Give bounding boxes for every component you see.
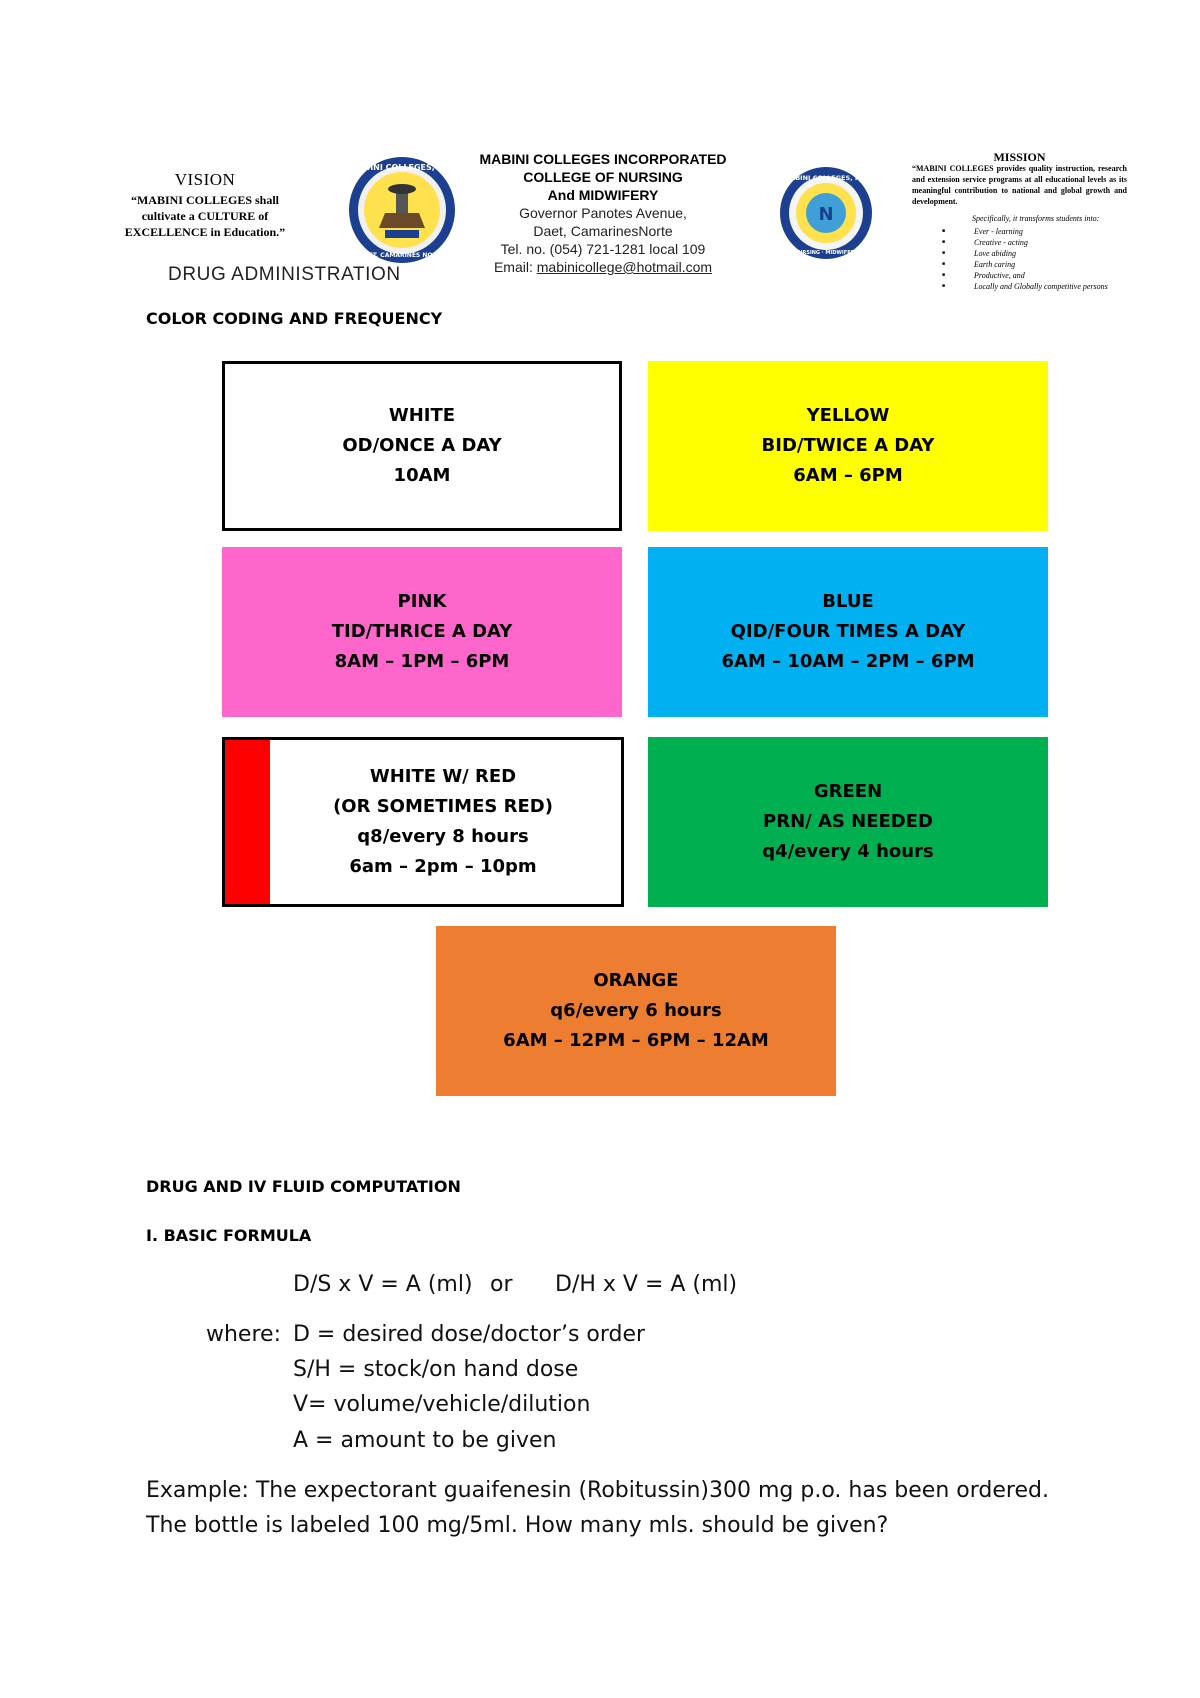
green-code-box: GREEN PRN/ AS NEEDED q4/every 4 hours bbox=[648, 737, 1048, 907]
example-line-2: The bottle is labeled 100 mg/5ml. How ma… bbox=[146, 1513, 889, 1538]
basic-formula-heading: I. BASIC FORMULA bbox=[146, 1226, 312, 1245]
pink-code-box: PINK TID/THRICE A DAY 8AM – 1PM – 6PM bbox=[222, 547, 622, 717]
definition-d: D = desired dose/doctor’s order bbox=[293, 1322, 646, 1347]
green-schedule: q4/every 4 hours bbox=[762, 841, 934, 862]
white-code-box: WHITE OD/ONCE A DAY 10AM bbox=[222, 361, 622, 531]
mission-item: Love abiding bbox=[942, 248, 1127, 259]
mission-block: MISSION “MABINI COLLEGES provides qualit… bbox=[912, 150, 1127, 292]
white-schedule: 10AM bbox=[393, 465, 451, 486]
white-red-alt-name: (OR SOMETIMES RED) bbox=[333, 796, 553, 817]
white-with-red-code-box: WHITE W/ RED (OR SOMETIMES RED) q8/every… bbox=[222, 737, 624, 907]
blue-color-name: BLUE bbox=[822, 591, 874, 612]
college-address-1: Governor Panotes Avenue, bbox=[519, 205, 687, 221]
orange-schedule: 6AM – 12PM – 6PM – 12AM bbox=[503, 1030, 769, 1051]
college-info: MABINI COLLEGES INCORPORATED COLLEGE OF … bbox=[448, 150, 758, 276]
mission-item: Ever - learning bbox=[942, 226, 1127, 237]
vision-text: “MABINI COLLEGES shall cultivate a CULTU… bbox=[124, 193, 286, 239]
orange-color-name: ORANGE bbox=[593, 970, 679, 991]
formula-1: D/S x V = A (ml) bbox=[293, 1272, 473, 1297]
college-name: MABINI COLLEGES INCORPORATED bbox=[479, 151, 727, 167]
white-red-content: WHITE W/ RED (OR SOMETIMES RED) q8/every… bbox=[293, 762, 553, 882]
mission-item: Earth caring bbox=[942, 259, 1127, 270]
email-label: Email: bbox=[493, 259, 533, 275]
pink-frequency: TID/THRICE A DAY bbox=[331, 621, 513, 642]
mission-item: Creative - acting bbox=[942, 237, 1127, 248]
yellow-frequency: BID/TWICE A DAY bbox=[761, 435, 935, 456]
mission-text: “MABINI COLLEGES provides quality instru… bbox=[912, 164, 1127, 206]
blue-frequency: QID/FOUR TIMES A DAY bbox=[730, 621, 966, 642]
college-address-2: Daet, CamarinesNorte bbox=[533, 223, 673, 239]
computation-heading: DRUG AND IV FLUID COMPUTATION bbox=[146, 1177, 461, 1196]
pink-color-name: PINK bbox=[397, 591, 447, 612]
color-coding-heading: COLOR CODING AND FREQUENCY bbox=[146, 309, 443, 328]
white-red-schedule: 6am – 2pm – 10pm bbox=[349, 856, 537, 877]
formula-or: or bbox=[490, 1272, 513, 1297]
definition-sh: S/H = stock/on hand dose bbox=[293, 1357, 579, 1382]
logo-right-bottom-text: NURSING · MIDWIFERY bbox=[794, 250, 858, 256]
green-frequency: PRN/ AS NEEDED bbox=[763, 811, 933, 832]
vision-heading: VISION bbox=[174, 170, 236, 189]
drug-administration-title: DRUG ADMINISTRATION bbox=[168, 264, 401, 285]
mission-list: Ever - learning Creative - acting Love a… bbox=[912, 226, 1127, 292]
definition-a: A = amount to be given bbox=[293, 1428, 557, 1453]
yellow-schedule: 6AM – 6PM bbox=[793, 465, 903, 486]
yellow-color-name: YELLOW bbox=[806, 405, 890, 426]
logo-left-arc-text: MABINI COLLEGES, Inc. bbox=[350, 163, 454, 172]
blue-code-box: BLUE QID/FOUR TIMES A DAY 6AM – 10AM – 2… bbox=[648, 547, 1048, 717]
definition-v: V= volume/vehicle/dilution bbox=[293, 1392, 591, 1417]
logo-left-bottom-text: DAET, CAMARINES NORTE bbox=[359, 252, 445, 259]
college-department-2: And MIDWIFERY bbox=[547, 187, 659, 203]
orange-code-box: ORANGE q6/every 6 hours 6AM – 12PM – 6PM… bbox=[436, 926, 836, 1096]
mission-heading: MISSION bbox=[993, 150, 1046, 164]
red-strip bbox=[225, 740, 270, 904]
mission-item: Productive, and bbox=[942, 270, 1127, 281]
email-link[interactable]: mabinicollege@hotmail.com bbox=[536, 259, 713, 275]
college-telephone: Tel. no. (054) 721-1281 local 109 bbox=[500, 241, 706, 257]
example-line-1: Example: The expectorant guaifenesin (Ro… bbox=[146, 1478, 1049, 1503]
pink-schedule: 8AM – 1PM – 6PM bbox=[334, 651, 510, 672]
mission-item: Locally and Globally competitive persons bbox=[942, 281, 1127, 292]
vision-block: VISION “MABINI COLLEGES shall cultivate … bbox=[110, 170, 300, 240]
white-red-frequency: q8/every 8 hours bbox=[357, 826, 529, 847]
logo-right-arc-text: MABINI COLLEGES, Inc. bbox=[784, 174, 869, 182]
green-color-name: GREEN bbox=[813, 781, 883, 802]
white-color-name: WHITE bbox=[388, 405, 456, 426]
orange-frequency: q6/every 6 hours bbox=[550, 1000, 722, 1021]
college-email-line: Email: mabinicollege@hotmail.com bbox=[448, 258, 758, 276]
where-label: where: bbox=[206, 1322, 281, 1347]
white-red-color-name: WHITE W/ RED bbox=[369, 766, 517, 787]
blue-schedule: 6AM – 10AM – 2PM – 6PM bbox=[721, 651, 975, 672]
college-department: COLLEGE OF NURSING bbox=[523, 169, 683, 185]
svg-text:N: N bbox=[818, 204, 833, 225]
yellow-code-box: YELLOW BID/TWICE A DAY 6AM – 6PM bbox=[648, 361, 1048, 531]
white-frequency: OD/ONCE A DAY bbox=[342, 435, 502, 456]
nursing-seal-logo: N MABINI COLLEGES, Inc. NURSING · MIDWIF… bbox=[778, 166, 874, 260]
formula-2: D/H x V = A (ml) bbox=[555, 1272, 738, 1297]
mission-specifically: Specifically, it transforms students int… bbox=[972, 214, 1100, 223]
college-seal-logo: MABINI COLLEGES, Inc. DAET, CAMARINES NO… bbox=[347, 153, 457, 267]
